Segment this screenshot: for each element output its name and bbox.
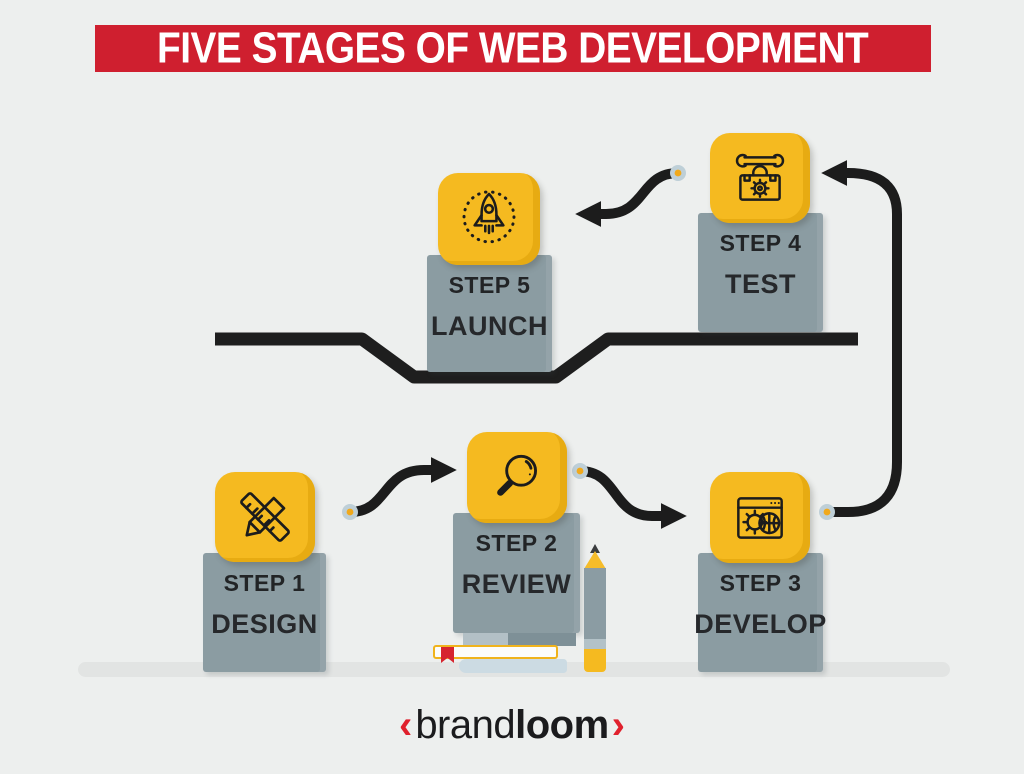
- magnifier-icon: [497, 454, 538, 496]
- step4-card: STEP 4 TEST: [698, 213, 823, 332]
- monitor-stand-left: [463, 633, 508, 646]
- logo-loom-text: loom: [515, 703, 609, 747]
- step3-card: STEP 3 DEVELOP: [694, 553, 826, 672]
- toolbox-wrench-icon: [735, 153, 785, 201]
- logo-left-bracket-icon: ‹: [398, 703, 413, 747]
- cable-plug-step2: [572, 463, 588, 479]
- step5-tile: [438, 173, 540, 265]
- step3-name: DEVELOP: [694, 609, 827, 639]
- cable-plug-step1: [342, 504, 358, 520]
- step5-card: STEP 5 LAUNCH: [427, 255, 552, 372]
- step5-name: LAUNCH: [431, 311, 548, 341]
- bookmark-ribbon: [441, 647, 454, 663]
- step2-tile: [467, 432, 567, 523]
- arrow-step4-step5: [575, 168, 683, 227]
- pencil-wood-tip: [584, 551, 606, 569]
- step1-tile: [215, 472, 315, 562]
- step2-card: STEP 2 REVIEW: [453, 513, 580, 633]
- step3-label: STEP 3: [719, 570, 802, 596]
- step3-tile: [710, 472, 810, 563]
- cable-plug-step4: [670, 165, 686, 181]
- title-banner: FIVE STAGES OF WEB DEVELOPMENT: [95, 23, 931, 73]
- book-bottom: [459, 659, 567, 673]
- page-title: FIVE STAGES OF WEB DEVELOPMENT: [157, 23, 869, 73]
- pencil-body: [584, 568, 606, 639]
- arrow-step2-step3: [575, 466, 687, 529]
- step1-name: DESIGN: [211, 609, 318, 639]
- arrow-step3-step4: [821, 160, 902, 517]
- cable-plug-step3: [819, 504, 835, 520]
- logo-brand-text: brand: [415, 703, 516, 747]
- step4-label: STEP 4: [719, 230, 802, 256]
- step4-name: TEST: [724, 269, 796, 299]
- book-top: [433, 645, 558, 659]
- browser-gear-icon: [737, 496, 783, 539]
- step1-label: STEP 1: [223, 570, 306, 596]
- step5-label: STEP 5: [448, 272, 531, 298]
- step2-label: STEP 2: [475, 530, 558, 556]
- pencil-band: [584, 639, 606, 649]
- ruler-pencil-icon: [240, 492, 290, 542]
- step4-tile: [710, 133, 810, 223]
- monitor-stand-right: [508, 633, 576, 646]
- step1-card: STEP 1 DESIGN: [203, 553, 326, 672]
- brandloom-logo: ‹ brand loom ›: [0, 703, 1024, 748]
- rocket-icon: [462, 190, 516, 244]
- logo-right-bracket-icon: ›: [611, 703, 625, 747]
- step2-name: REVIEW: [461, 569, 572, 599]
- arrow-step1-step2: [345, 457, 457, 517]
- pencil-end: [584, 649, 606, 672]
- pencil-graphite-tip: [590, 544, 600, 553]
